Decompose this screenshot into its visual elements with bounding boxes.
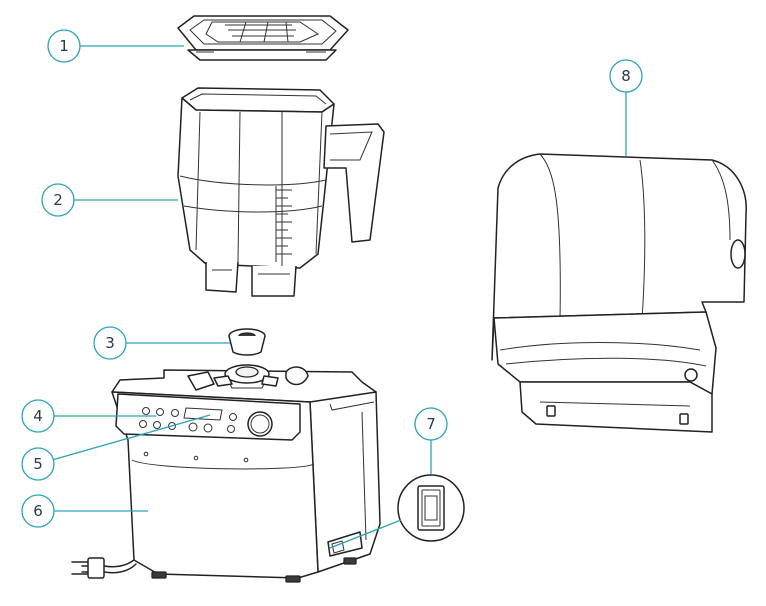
power-switch-illustration: [397, 474, 465, 542]
svg-text:7: 7: [426, 415, 436, 433]
svg-text:2: 2: [53, 191, 63, 209]
callout-8: 8: [609, 59, 643, 156]
callout-5: 5: [21, 414, 211, 481]
svg-text:3: 3: [105, 334, 115, 352]
coupling-illustration: [228, 328, 266, 356]
svg-text:5: 5: [33, 455, 43, 473]
callout-2: 2: [41, 183, 178, 217]
callout-3: 3: [93, 326, 230, 360]
jar-illustration: [177, 87, 385, 297]
svg-text:6: 6: [33, 502, 43, 520]
svg-text:8: 8: [621, 67, 631, 85]
callout-4: 4: [21, 399, 156, 433]
svg-text:1: 1: [59, 37, 69, 55]
sound-enclosure-illustration: [491, 153, 747, 433]
lid-illustration: [177, 15, 349, 61]
svg-text:4: 4: [33, 407, 43, 425]
callout-7: 7: [329, 407, 448, 549]
callout-1: 1: [47, 29, 184, 63]
callout-6: 6: [21, 494, 148, 528]
motor-base-illustration: [71, 364, 381, 583]
